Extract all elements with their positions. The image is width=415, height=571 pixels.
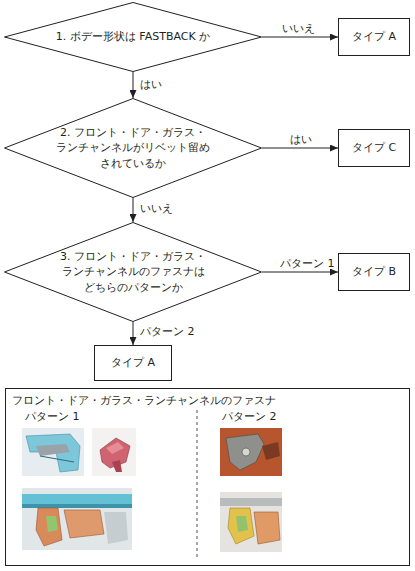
bolt: [242, 448, 250, 456]
pattern-label: パターン 1: [25, 410, 80, 423]
clip-top: [106, 442, 124, 454]
panel-part: [254, 512, 280, 544]
diamond-shape: [5, 3, 262, 72]
edge-line: [40, 456, 74, 462]
edge-label: はい: [290, 133, 312, 146]
clip-leg: [112, 460, 122, 472]
node-text: タイプ C: [352, 140, 396, 155]
fastener-part: [36, 444, 70, 456]
result-box: タイプ A: [94, 345, 172, 381]
diamond-shape: [5, 99, 262, 198]
flow-arrow: [262, 272, 338, 273]
flow-arrow: [262, 148, 338, 149]
flow-arrow: [133, 72, 134, 98]
clip-part: [64, 510, 104, 538]
diamond-shape: [5, 223, 262, 322]
edge-label: パターン 1: [280, 257, 335, 270]
shadow-part: [262, 442, 280, 460]
divider-line: [197, 410, 198, 560]
clip-part: [36, 508, 62, 546]
clip-part: [228, 508, 254, 544]
channel-part: [26, 434, 80, 472]
edge-label: はい: [140, 78, 162, 91]
panel-part: [104, 512, 128, 544]
pattern2-photo-a: [220, 428, 282, 476]
node-text: 2. フロント・ドア・ガラス・ ランチャンネルがリベット留め されているか: [46, 125, 221, 171]
clip-part: [100, 438, 130, 468]
channel-strip: [220, 498, 282, 506]
pattern2-photo-b: [220, 492, 282, 552]
decision-diamond: 1. ボデー形状は FASTBACK か: [4, 2, 262, 72]
channel-edge: [22, 504, 132, 508]
photo-background: [92, 428, 136, 476]
edge-label: いいえ: [282, 22, 315, 35]
photo-background: [22, 488, 132, 550]
result-box: タイプ B: [338, 253, 410, 291]
pattern1-photo-b: [92, 428, 136, 476]
channel-strip: [22, 494, 132, 504]
pattern1-photo-c: [22, 488, 132, 550]
result-box: タイプ C: [338, 129, 410, 167]
node-text: タイプ A: [352, 29, 396, 44]
edge-label: いいえ: [140, 202, 173, 215]
panel-heading: フロント・ドア・ガラス・ランチャンネルのファスナ: [12, 393, 276, 408]
photo-background: [220, 428, 282, 476]
node-text: 1. ボデー形状は FASTBACK か: [13, 29, 253, 44]
decision-diamond: 3. フロント・ドア・ガラス・ ランチャンネルのファスナは どちらのパターンか: [4, 222, 262, 322]
pattern-label: パターン 2: [222, 410, 277, 423]
flow-arrow: [262, 37, 338, 38]
fastener-part: [46, 516, 58, 532]
result-box: タイプ A: [338, 18, 410, 56]
decision-diamond: 2. フロント・ドア・ガラス・ ランチャンネルがリベット留め されているか: [4, 98, 262, 198]
flow-arrow: [133, 198, 134, 222]
node-text: タイプ A: [111, 355, 155, 370]
fastener-part: [236, 516, 248, 532]
node-text: 3. フロント・ドア・ガラス・ ランチャンネルのファスナは どちらのパターンか: [46, 249, 221, 295]
bracket-part: [226, 434, 264, 470]
node-text: タイプ B: [352, 264, 396, 279]
photo-background: [220, 492, 282, 552]
pattern1-photo-a: [22, 428, 84, 476]
photo-background: [22, 428, 84, 476]
flow-arrow: [133, 322, 134, 345]
edge-label: パターン 2: [140, 325, 195, 338]
